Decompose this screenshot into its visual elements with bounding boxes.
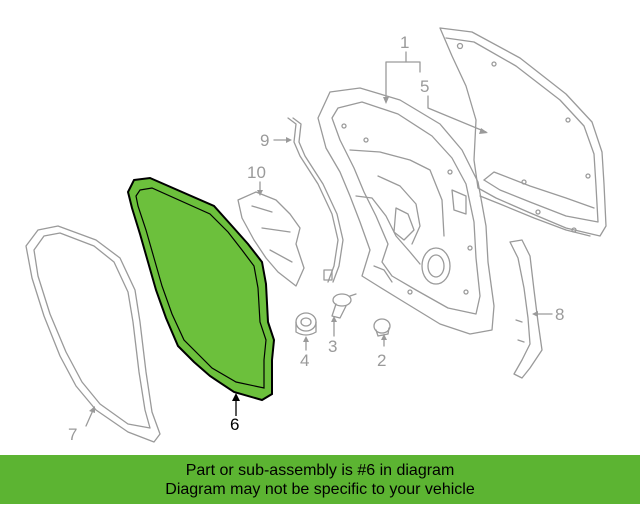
part-6-highlighted-seal[interactable] bbox=[126, 176, 276, 416]
banner-line-2: Diagram may not be specific to your vehi… bbox=[165, 480, 475, 498]
callout-6: 6 bbox=[230, 415, 239, 434]
parts-diagram: 1 5 9 10 8 4 3 2 7 6 bbox=[25, 27, 607, 444]
part-5-door-skin[interactable] bbox=[439, 27, 607, 237]
part-2-plug[interactable] bbox=[373, 318, 391, 337]
part-10-insulator[interactable] bbox=[237, 191, 305, 287]
part-1-door-frame[interactable] bbox=[317, 87, 495, 335]
callout-2: 2 bbox=[377, 351, 386, 370]
leader-arrowheads bbox=[89, 97, 538, 413]
part-4-grommet[interactable] bbox=[295, 312, 317, 336]
callout-10: 10 bbox=[247, 163, 266, 182]
part-8-molding[interactable] bbox=[509, 239, 543, 379]
banner-line-1: Part or sub-assembly is #6 in diagram bbox=[185, 461, 455, 479]
callout-5: 5 bbox=[420, 77, 429, 96]
part-9-harness[interactable] bbox=[287, 117, 344, 283]
callout-8: 8 bbox=[555, 305, 564, 324]
callout-3: 3 bbox=[328, 337, 337, 356]
callout-4: 4 bbox=[300, 351, 309, 370]
info-banner: Part or sub-assembly is #6 in diagram Di… bbox=[0, 455, 640, 504]
part-3-pin[interactable] bbox=[331, 293, 357, 319]
callout-1: 1 bbox=[400, 33, 409, 52]
part-7-weatherstrip[interactable] bbox=[25, 225, 161, 443]
callout-9: 9 bbox=[260, 131, 269, 150]
callout-7: 7 bbox=[68, 425, 77, 444]
